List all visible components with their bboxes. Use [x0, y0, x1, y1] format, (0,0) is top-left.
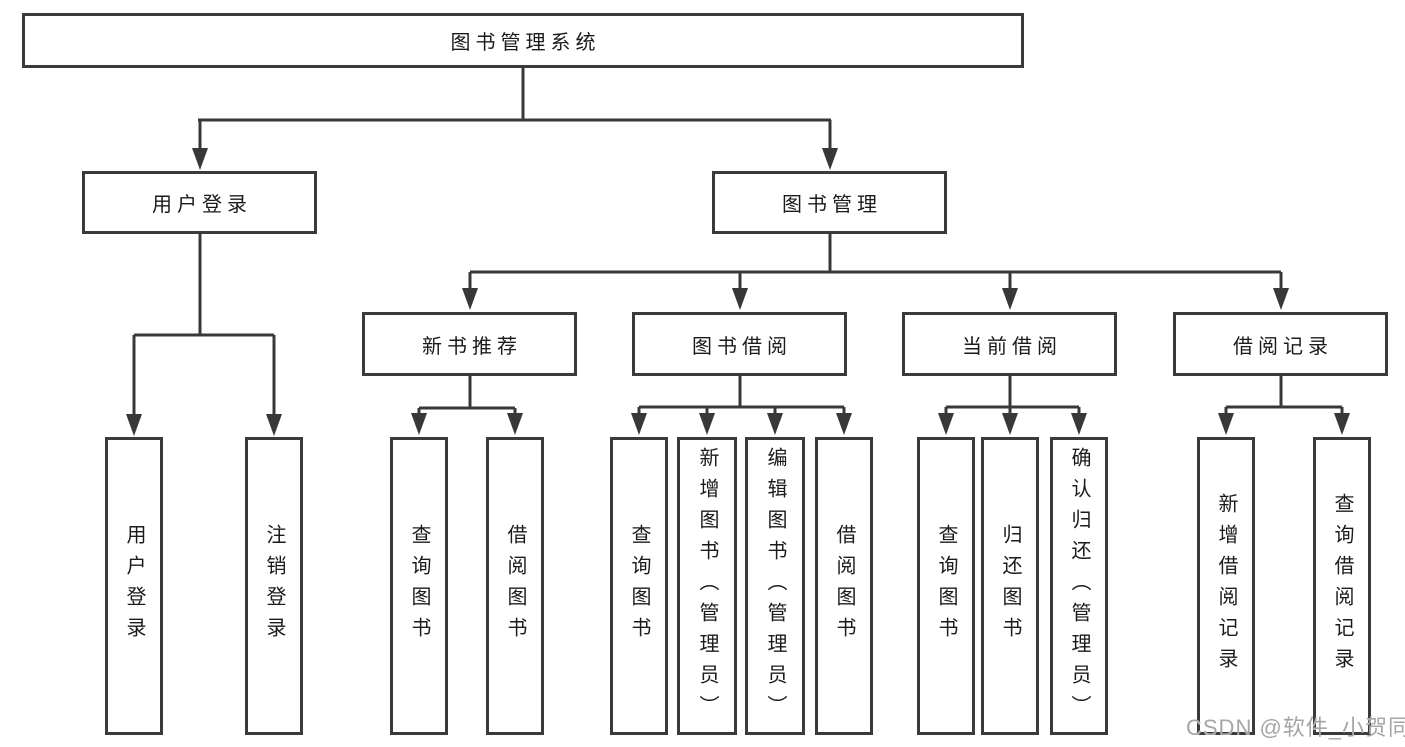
node-label: 图书管理系统	[450, 32, 601, 54]
node-label: 新增借阅记录	[1215, 493, 1237, 679]
node-label: 新增图书（管理员）	[696, 446, 718, 726]
node-label: 借阅记录	[1233, 335, 1333, 358]
node-book-borrowing: 图书借阅	[632, 312, 847, 376]
leaf-current-confirm-return-admin: 确认归还（管理员）	[1050, 437, 1108, 735]
leaf-records-query-record: 查询借阅记录	[1313, 437, 1371, 735]
connector-paths	[132, 68, 1344, 416]
leaf-user-login: 用户登录	[105, 437, 163, 735]
leaf-borrow-edit-books-admin: 编辑图书（管理员）	[745, 437, 805, 735]
leaf-borrow-add-books-admin: 新增图书（管理员）	[677, 437, 737, 735]
leaf-borrow-query-books: 查询图书	[610, 437, 668, 735]
node-label: 用户登录	[123, 524, 145, 648]
arrowheads	[126, 148, 1350, 436]
leaf-current-return-books: 归还图书	[981, 437, 1039, 735]
watermark: CSDN @软件_小贺同学	[1186, 715, 1405, 740]
leaf-logout: 注销登录	[245, 437, 303, 735]
node-label: 新书推荐	[422, 335, 522, 358]
node-label: 编辑图书（管理员）	[764, 446, 786, 726]
leaf-records-add-record: 新增借阅记录	[1197, 437, 1255, 735]
node-current-borrowing: 当前借阅	[902, 312, 1117, 376]
node-label: 注销登录	[263, 524, 285, 648]
leaf-current-query-books: 查询图书	[917, 437, 975, 735]
node-label: 借阅图书	[504, 524, 526, 648]
node-borrowing-records: 借阅记录	[1173, 312, 1388, 376]
leaf-newbook-query-books: 查询图书	[390, 437, 448, 735]
node-label: 图书管理	[782, 194, 882, 216]
node-new-book-recommendation: 新书推荐	[362, 312, 577, 376]
node-label: 借阅图书	[833, 524, 855, 648]
node-label: 查询图书	[408, 524, 430, 648]
node-label: 当前借阅	[962, 335, 1062, 358]
leaf-newbook-borrow-books: 借阅图书	[486, 437, 544, 735]
node-label: 查询图书	[935, 524, 957, 648]
node-label: 归还图书	[999, 524, 1021, 648]
leaf-borrow-borrow-books: 借阅图书	[815, 437, 873, 735]
node-label: 确认归还（管理员）	[1068, 446, 1090, 726]
node-book-management: 图书管理	[712, 171, 947, 234]
node-label: 查询借阅记录	[1331, 493, 1353, 679]
node-label: 用户登录	[152, 194, 252, 216]
node-user-login: 用户登录	[82, 171, 317, 234]
node-label: 查询图书	[628, 524, 650, 648]
node-library-management-system: 图书管理系统	[22, 13, 1024, 68]
node-label: 图书借阅	[692, 335, 792, 358]
